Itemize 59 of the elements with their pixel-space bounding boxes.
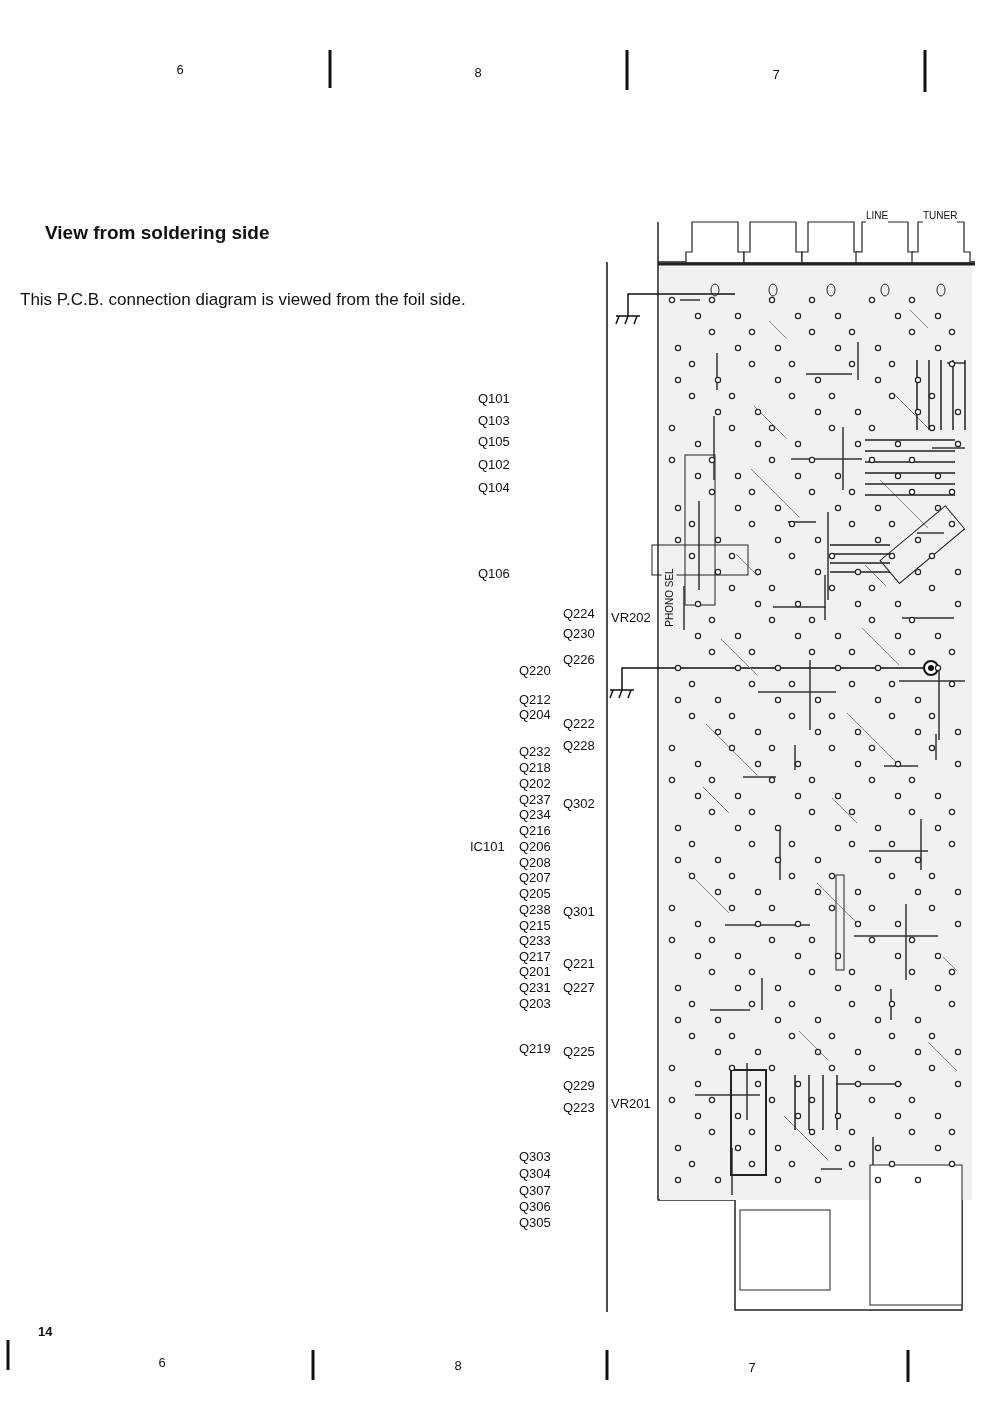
component-label: Q232 [519, 744, 551, 759]
component-label: Q103 [478, 413, 510, 428]
component-label: Q304 [519, 1166, 551, 1181]
page-number: 14 [38, 1324, 53, 1339]
jack-label: TUNER [923, 208, 958, 223]
component-label: Q233 [519, 933, 551, 948]
component-label: Q215 [519, 918, 551, 933]
component-label: Q104 [478, 480, 510, 495]
component-label: Q237 [519, 792, 551, 807]
component-label: Q306 [519, 1199, 551, 1214]
component-label: Q307 [519, 1183, 551, 1198]
column-number: 8 [454, 1358, 462, 1373]
component-label: VR201 [611, 1096, 651, 1111]
caption-text: This P.C.B. connection diagram is viewed from the foil side. [20, 292, 466, 307]
column-number: 7 [772, 67, 780, 82]
component-label: Q201 [519, 964, 551, 979]
component-label: Q208 [519, 855, 551, 870]
component-label: Q301 [563, 904, 595, 919]
component-label: Q101 [478, 391, 510, 406]
component-label: Q206 [519, 839, 551, 854]
component-label: Q229 [563, 1078, 595, 1093]
component-label: VR202 [611, 610, 651, 625]
board-label: PHONO SEL [661, 567, 677, 627]
column-number: 6 [176, 62, 184, 77]
component-label: Q238 [519, 902, 551, 917]
component-label: Q221 [563, 956, 595, 971]
component-label: Q102 [478, 457, 510, 472]
component-label: Q224 [563, 606, 595, 621]
component-label: Q203 [519, 996, 551, 1011]
component-label: Q231 [519, 980, 551, 995]
component-label: Q219 [519, 1041, 551, 1056]
component-label: Q223 [563, 1100, 595, 1115]
component-label: Q217 [519, 949, 551, 964]
component-label: Q227 [563, 980, 595, 995]
component-label: Q216 [519, 823, 551, 838]
component-label: Q212 [519, 692, 551, 707]
column-number: 7 [748, 1360, 756, 1375]
component-label: Q302 [563, 796, 595, 811]
component-label: Q205 [519, 886, 551, 901]
component-label: Q230 [563, 626, 595, 641]
jack-label: LINE [866, 208, 889, 223]
component-label: Q202 [519, 776, 551, 791]
component-label: Q303 [519, 1149, 551, 1164]
component-label: Q234 [519, 807, 551, 822]
heading: View from soldering side [45, 222, 270, 244]
component-label: Q204 [519, 707, 551, 722]
component-label: Q228 [563, 738, 595, 753]
component-label: Q305 [519, 1215, 551, 1230]
component-label: Q222 [563, 716, 595, 731]
component-label: Q218 [519, 760, 551, 775]
component-label: Q226 [563, 652, 595, 667]
component-label: Q225 [563, 1044, 595, 1059]
component-label: Q106 [478, 566, 510, 581]
component-label: Q207 [519, 870, 551, 885]
component-label: Q105 [478, 434, 510, 449]
column-number: 6 [158, 1355, 166, 1370]
component-label: Q220 [519, 663, 551, 678]
column-number: 8 [474, 65, 482, 80]
component-label: IC101 [470, 839, 505, 854]
